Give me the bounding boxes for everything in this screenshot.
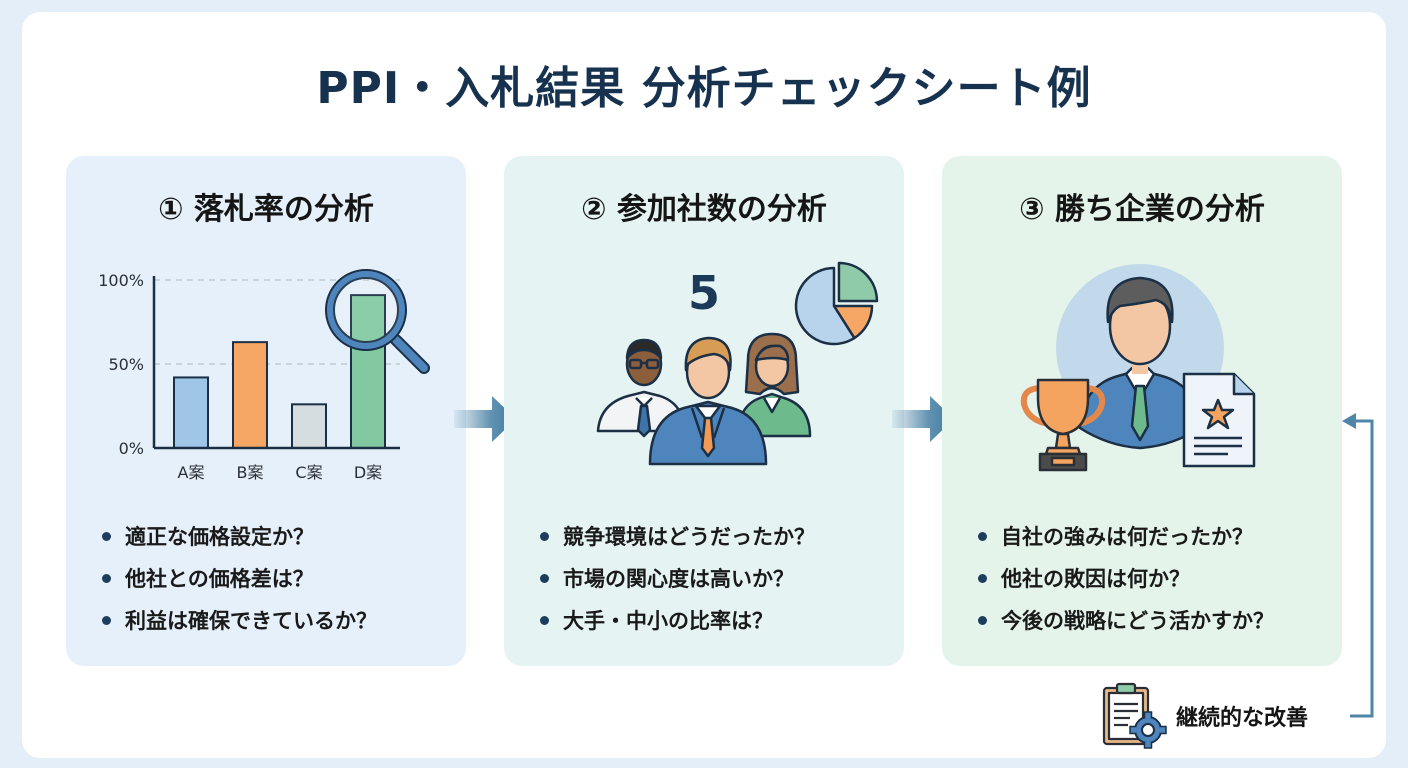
certificate-icon [1182,372,1256,468]
panel-winning-company: ③ 勝ち企業の分析 [942,156,1342,666]
bullet-dot [540,531,549,541]
y-tick-label: 50% [108,355,144,374]
x-tick-label: D案 [354,463,382,482]
panel-title: ③ 勝ち企業の分析 [1019,192,1265,227]
bullet-dot [978,573,987,583]
bullet-item: 自社の強みは何だったか？ [978,516,1274,558]
bullet-dot [102,615,111,625]
pie-chart-icon [794,261,879,346]
bullet-dot [540,573,549,583]
bar-A案 [173,376,209,449]
bullet-item: 利益は確保できているか？ [102,600,377,642]
panel-bid-rate: ① 落札率の分析 0% 50% 100% A案 B案 C案 D案 適正な価格設定か？ 他社と… [66,156,466,666]
y-tick-label: 0% [119,439,144,458]
bullet-item: 競争環境はどうだったか？ [540,516,815,558]
flow-arrow-icon [892,396,954,442]
page-title: PPI・入札結果 分析チェックシート例 [316,63,1092,114]
bullet-dot [978,531,987,541]
panel-title: ① 落札率の分析 [158,192,374,227]
bullet-item: 他社の敗因は何か？ [978,558,1274,600]
bar-chart: 0% 50% 100% A案 B案 C案 D案 [98,269,430,482]
bar-D案 [350,294,386,449]
bullet-dot [978,615,987,625]
bullet-dot [102,531,111,541]
panel-participants: ② 参加社数の分析 5 [504,156,904,666]
pie-slice [794,266,856,346]
x-tick-label: C案 [295,463,322,482]
bullet-dot [540,615,549,625]
x-tick-label: B案 [237,463,264,482]
bullet-list: 自社の強みは何だったか？ 他社の敗因は何か？ 今後の戦略にどう活かすか？ [978,516,1274,642]
continuous-improvement-label: 継続的な改善 [1176,706,1309,731]
bullet-item: 他社との価格差は？ [102,558,377,600]
bullet-list: 適正な価格設定か？ 他社との価格差は？ 利益は確保できているか？ [102,516,377,642]
bullet-dot [102,573,111,583]
bullet-item: 今後の戦略にどう活かすか？ [978,600,1274,642]
bullet-item: 適正な価格設定か？ [102,516,377,558]
bar-C案 [291,403,327,450]
bullet-item: 市場の関心度は高いか？ [540,558,815,600]
magnifier-icon [325,269,430,374]
bar-B案 [232,341,268,449]
people-group-icon [596,332,812,466]
feedback-loop-arrow-icon [1342,413,1374,718]
panel-title: ② 参加社数の分析 [581,192,827,227]
clipboard-gear-icon [1102,682,1167,749]
trophy-icon [1020,378,1106,472]
y-tick-label: 100% [98,271,144,290]
pie-slice [837,261,879,303]
bullet-list: 競争環境はどうだったか？ 市場の関心度は高いか？ 大手・中小の比率は？ [540,516,815,642]
bullet-item: 大手・中小の比率は？ [540,600,815,642]
participant-count: 5 [687,266,720,320]
flow-arrow-icon [454,396,516,442]
x-tick-label: A案 [178,463,205,482]
